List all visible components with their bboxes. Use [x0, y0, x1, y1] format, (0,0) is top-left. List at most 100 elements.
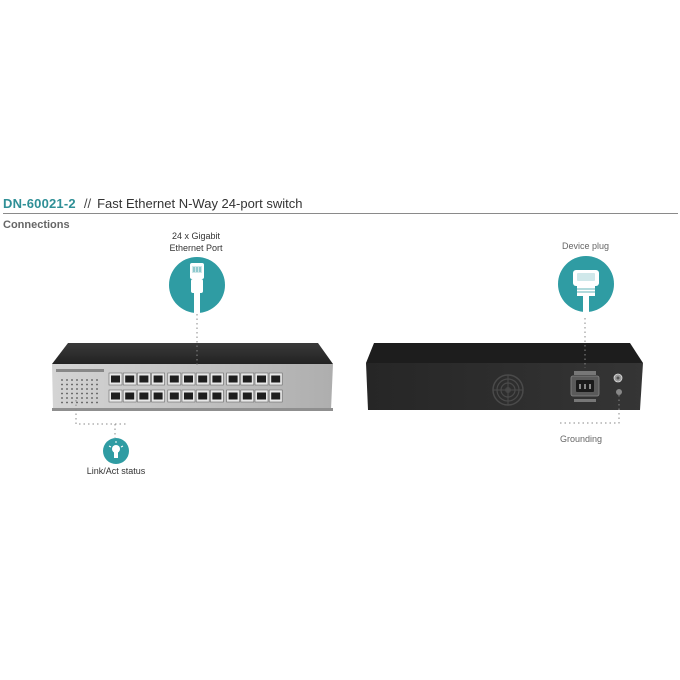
- led-indicator: [76, 392, 78, 395]
- switch-rear-panel: [366, 363, 643, 410]
- led-indicator: [86, 388, 88, 390]
- led-indicator: [86, 383, 88, 386]
- ethernet-port-socket: [271, 375, 281, 383]
- led-indicator: [91, 379, 93, 381]
- power-plug-icon: [573, 270, 599, 312]
- ethernet-port-socket: [139, 392, 149, 400]
- led-indicator: [81, 388, 83, 390]
- link-status-label: Link/Act status: [86, 466, 146, 476]
- led-callout-circle: [103, 438, 129, 464]
- led-indicator: [96, 388, 98, 390]
- led-indicator: [71, 401, 73, 404]
- led-indicator: [76, 401, 78, 404]
- led-indicator: [96, 392, 98, 395]
- led-indicator: [81, 392, 83, 395]
- led-indicator: [66, 379, 68, 381]
- led-indicator: [66, 388, 68, 390]
- led-indicator: [61, 379, 63, 381]
- ethernet-port-socket: [139, 375, 149, 383]
- led-bulb-icon: [108, 441, 124, 458]
- ethernet-label-line1: 24 x Gigabit: [171, 231, 221, 241]
- ethernet-label-line2: Ethernet Port: [169, 243, 223, 253]
- ethernet-port-socket: [228, 392, 238, 400]
- ethernet-port-socket: [271, 392, 281, 400]
- grounding-label: Grounding: [560, 434, 603, 444]
- ethernet-port-socket: [198, 392, 208, 400]
- led-indicator: [71, 397, 73, 399]
- led-indicator: [91, 388, 93, 390]
- ethernet-plug-icon: [190, 263, 204, 313]
- ethernet-port-socket: [153, 375, 163, 383]
- page-header: DN-60021-2 // Fast Ethernet N-Way 24-port …: [3, 196, 302, 211]
- led-indicator: [86, 379, 88, 381]
- led-indicator: [81, 401, 83, 404]
- led-indicator: [81, 379, 83, 381]
- led-indicator: [76, 388, 78, 390]
- led-indicator: [66, 397, 68, 399]
- led-indicator: [86, 392, 88, 395]
- ethernet-port-socket: [169, 375, 179, 383]
- led-indicator-matrix: [61, 379, 98, 404]
- led-indicator: [96, 383, 98, 386]
- ethernet-port-socket: [198, 375, 208, 383]
- fan-vent: [492, 374, 524, 406]
- led-indicator: [61, 397, 63, 399]
- section-title: Connections: [3, 219, 70, 231]
- switch-front-view: [52, 343, 333, 411]
- ethernet-port-socket: [153, 392, 163, 400]
- led-indicator: [66, 392, 68, 395]
- ethernet-port-socket: [257, 392, 266, 400]
- ethernet-port-socket: [169, 392, 179, 400]
- ethernet-port-label: 24 x Gigabit Ethernet Port: [150, 230, 242, 254]
- led-indicator: [76, 397, 78, 399]
- ethernet-port-socket: [111, 375, 120, 383]
- product-description: Fast Ethernet N-Way 24-port switch: [97, 196, 303, 211]
- model-number: DN-60021-2: [3, 196, 76, 211]
- ethernet-port-socket: [212, 392, 222, 400]
- led-indicator: [61, 401, 63, 404]
- device-plug-callout-circle: [558, 256, 614, 312]
- led-indicator: [76, 379, 78, 381]
- led-indicator: [61, 383, 63, 386]
- led-indicator: [81, 397, 83, 399]
- led-indicator: [96, 379, 98, 381]
- ethernet-callout-circle: [169, 257, 225, 313]
- led-indicator: [91, 392, 93, 395]
- ethernet-port-grid: [108, 372, 283, 403]
- ethernet-port-socket: [111, 392, 120, 400]
- ethernet-port-socket: [184, 392, 193, 400]
- led-indicator: [71, 379, 73, 381]
- switch-rear-view: [366, 343, 643, 410]
- led-indicator: [71, 383, 73, 386]
- ethernet-port-socket: [125, 392, 135, 400]
- ethernet-port-socket: [242, 392, 252, 400]
- led-indicator: [66, 383, 68, 386]
- ethernet-port-socket: [212, 375, 222, 383]
- switch-rear-top: [366, 343, 643, 363]
- header-divider: [3, 213, 678, 214]
- led-indicator: [96, 397, 98, 399]
- ethernet-port-socket: [242, 375, 252, 383]
- led-indicator: [71, 388, 73, 390]
- led-indicator: [91, 401, 93, 404]
- led-indicator: [71, 392, 73, 395]
- ethernet-port-socket: [228, 375, 238, 383]
- led-indicator: [86, 401, 88, 404]
- led-indicator: [91, 397, 93, 399]
- led-indicator: [91, 383, 93, 386]
- device-plug-label: Device plug: [562, 241, 610, 251]
- leader-lines: [75, 314, 620, 438]
- ethernet-port-socket: [257, 375, 266, 383]
- ground-screw: [613, 373, 623, 395]
- led-indicator: [81, 383, 83, 386]
- led-indicator: [76, 383, 78, 386]
- led-indicator: [61, 388, 63, 390]
- ethernet-port-socket: [125, 375, 135, 383]
- switch-front-top: [52, 343, 333, 364]
- led-indicator: [96, 401, 98, 404]
- led-indicator: [66, 401, 68, 404]
- led-indicator: [86, 397, 88, 399]
- header-separator: //: [83, 196, 92, 211]
- power-socket: [570, 371, 600, 402]
